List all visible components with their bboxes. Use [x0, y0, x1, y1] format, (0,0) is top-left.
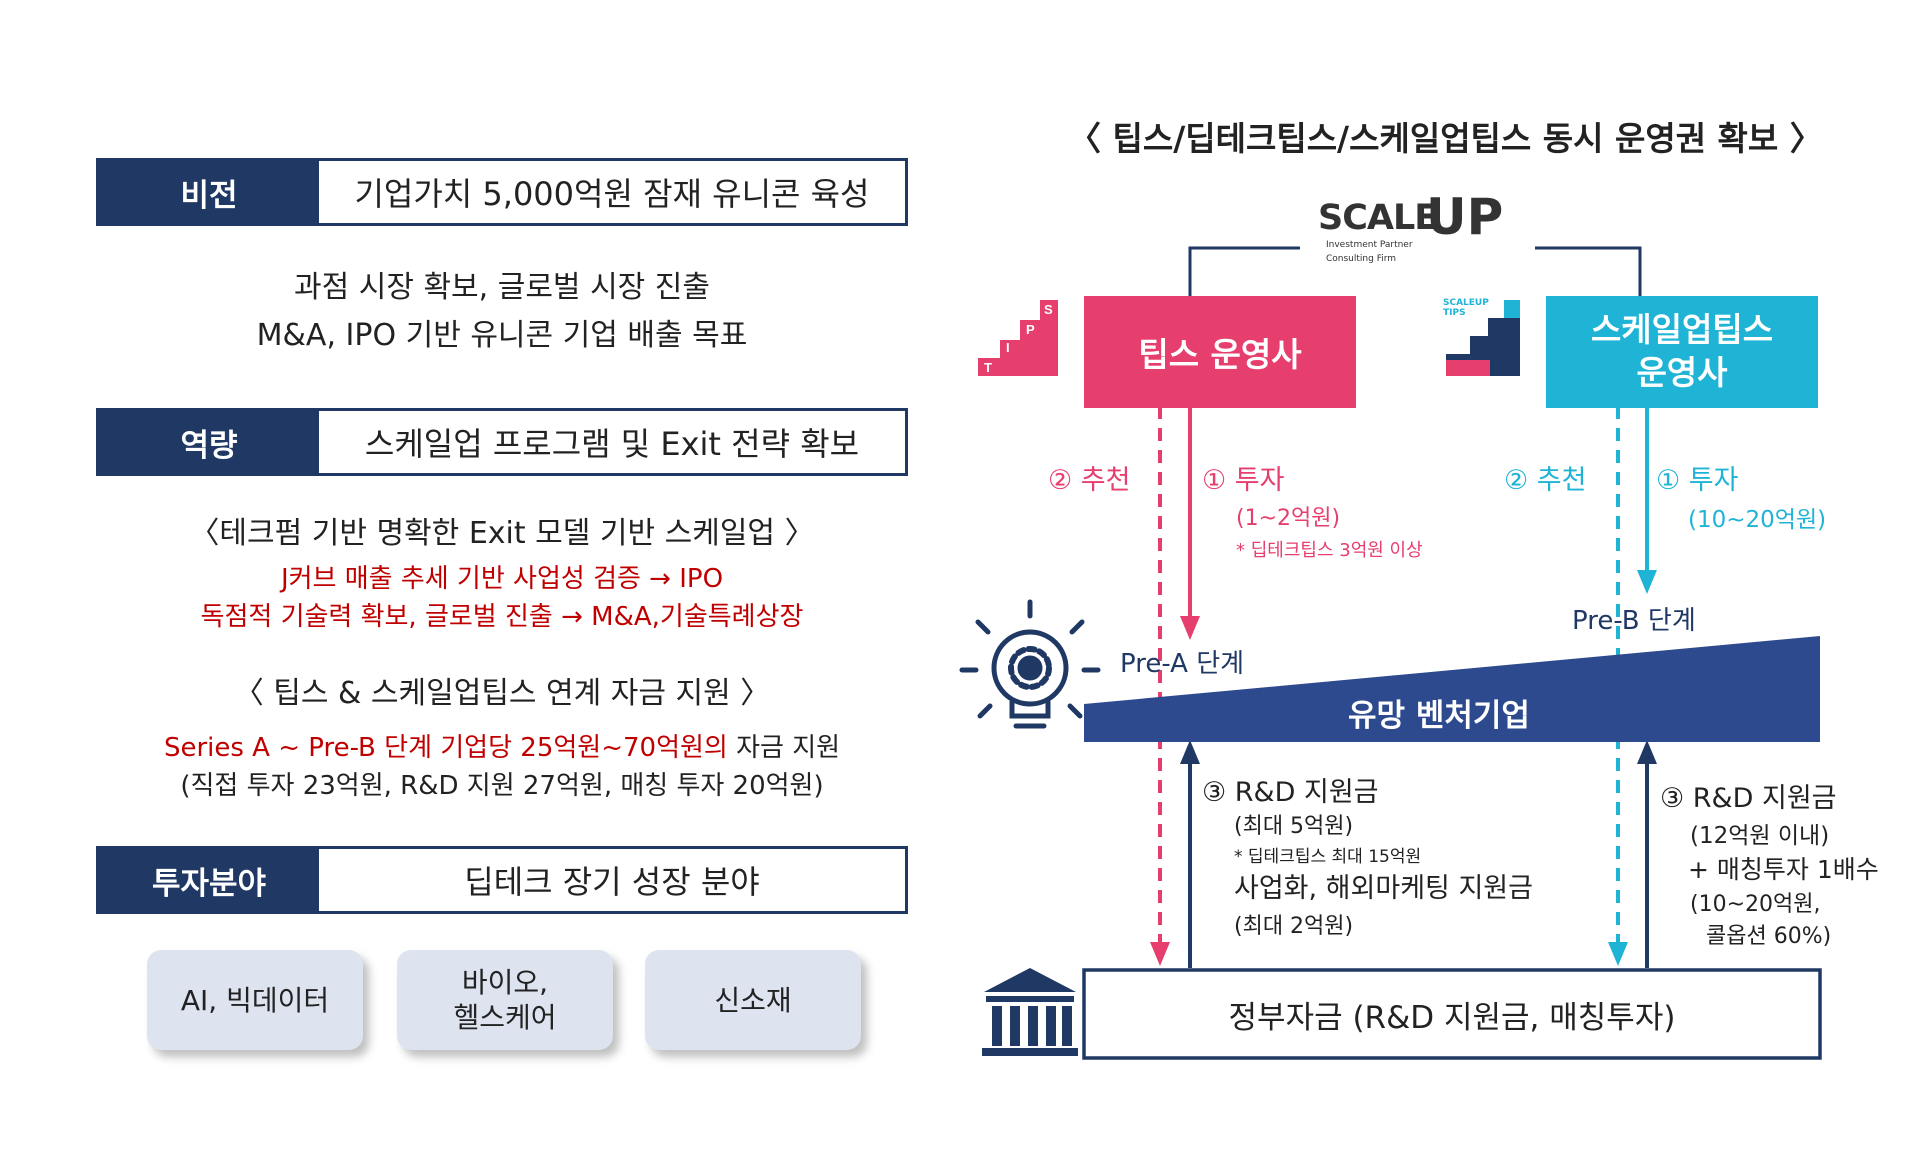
- invest-row: 투자분야 딥테크 장기 성장 분야: [96, 846, 908, 914]
- logo-word: SCALE: [1318, 198, 1438, 238]
- right-recommend-label: ② 추천: [1504, 465, 1587, 496]
- link-line: Series A ~ Pre-B 단계 기업당 25억원~70억원의 자금 지원: [96, 727, 908, 764]
- left-recommend-label: ② 추천: [1048, 465, 1131, 496]
- logo-right-line: [1535, 246, 1642, 296]
- left-invest-note: * 딥테크팁스 3억원 이상: [1236, 540, 1423, 561]
- left-invest-arrowhead: [1180, 616, 1200, 640]
- field-card-bio: 바이오, 헬스케어: [397, 950, 613, 1050]
- right-rd-label: ③ R&D 지원금: [1660, 783, 1837, 814]
- pre-b-label: Pre-B 단계: [1572, 606, 1696, 636]
- tips-badge-i: I: [1006, 340, 1010, 355]
- right-match-note: 콜옵션 60%): [1706, 924, 1832, 949]
- government-box: [1082, 968, 1822, 1060]
- left-rd-label: ③ R&D 지원금: [1202, 777, 1379, 808]
- tips-badge-icon: T I P S: [978, 300, 1058, 376]
- right-invest-label: ① 투자: [1656, 465, 1739, 496]
- left-biz-label: 사업화, 해외마케팅 지원금: [1234, 873, 1533, 904]
- link-red-text: Series A ~ Pre-B 단계 기업당 25억원~70억원의: [163, 733, 728, 763]
- link-title: 〈 팁스 & 스케일업팁스 연계 자금 지원 〉: [233, 676, 771, 711]
- vision-value: 기업가치 5,000억원 잠재 유니콘 육성: [354, 175, 870, 213]
- logo-sub-1: Investment Partner: [1326, 240, 1413, 250]
- scaleup-tips-badge-icon: [1440, 300, 1520, 376]
- vision-row: 비전 기업가치 5,000억원 잠재 유니콘 육성: [96, 158, 908, 226]
- exit-title: 〈테크펌 기반 명확한 Exit 모델 기반 스케일업 〉: [189, 516, 815, 551]
- field-card-ai: AI, 빅데이터: [147, 950, 363, 1050]
- left-rd-arrowhead: [1180, 740, 1200, 764]
- right-recommend-arrowhead: [1608, 942, 1628, 966]
- capability-value: 스케일업 프로그램 및 Exit 전략 확보: [364, 425, 860, 463]
- invest-value: 딥테크 장기 성장 분야: [464, 863, 760, 901]
- capability-row: 역량 스케일업 프로그램 및 Exit 전략 확보: [96, 408, 908, 476]
- left-invest-amount: (1~2억원): [1236, 506, 1341, 531]
- left-recommend-arrowhead: [1150, 942, 1170, 966]
- right-rd-arrowhead: [1637, 740, 1657, 764]
- capability-label: 역량: [99, 411, 319, 473]
- left-rd-amount: (최대 5억원): [1234, 814, 1354, 839]
- tips-badge-t: T: [984, 360, 992, 375]
- tips-badge-s: S: [1044, 302, 1053, 317]
- right-match-amount: (10~20억원,: [1690, 892, 1821, 917]
- left-invest-label: ① 투자: [1202, 465, 1285, 496]
- right-invest-arrowhead: [1637, 570, 1657, 594]
- field-card-material: 신소재: [645, 950, 861, 1050]
- link-sub: (직접 투자 23억원, R&D 지원 27억원, 매칭 투자 20억원): [180, 771, 824, 801]
- vision-desc-1: 과점 시장 확보, 글로벌 시장 진출: [293, 270, 711, 305]
- bank-icon: [982, 968, 1078, 1056]
- lightbulb-gear-icon: [959, 599, 1101, 729]
- logo-left-line: [1188, 246, 1300, 296]
- scaleup-badge-text: SCALEUP TIPS: [1443, 298, 1489, 318]
- right-invest-amount: (10~20억원): [1688, 507, 1827, 533]
- tips-operator-box: 팁스 운영사: [1084, 296, 1356, 408]
- right-rd-amount: (12억원 이내): [1690, 823, 1830, 849]
- government-label: 정부자금 (R&D 지원금, 매칭투자): [1228, 999, 1676, 1036]
- vision-desc-2: M&A, IPO 기반 유니콘 기업 배출 목표: [256, 318, 748, 353]
- scaleup-operator-box: 스케일업팁스 운영사: [1546, 296, 1818, 408]
- left-biz-amount: (최대 2억원): [1234, 914, 1354, 939]
- venture-label: 유망 벤처기업: [1348, 698, 1530, 734]
- tips-badge-p: P: [1026, 322, 1035, 337]
- up-arrow-logo-icon: UP: [1426, 188, 1504, 246]
- diagram-title: 〈 팁스/딥테크팁스/스케일업팁스 동시 운영권 확보 〉: [1068, 119, 1823, 158]
- left-rd-note: * 딥테크팁스 최대 15억원: [1234, 847, 1422, 867]
- exit-line-2: 독점적 기술력 확보, 글로벌 진출 → M&A,기술특례상장: [200, 602, 804, 632]
- pre-a-label: Pre-A 단계: [1120, 649, 1245, 679]
- logo-sub-2: Consulting Firm: [1326, 254, 1397, 264]
- exit-line-1: J커브 매출 추세 기반 사업성 검증 → IPO: [280, 564, 724, 594]
- venture-wedge: [1084, 636, 1820, 742]
- vision-label: 비전: [99, 161, 319, 223]
- right-match-label: + 매칭투자 1배수: [1688, 855, 1879, 884]
- link-black-text: 자금 지원: [727, 733, 841, 763]
- invest-label: 투자분야: [99, 849, 319, 911]
